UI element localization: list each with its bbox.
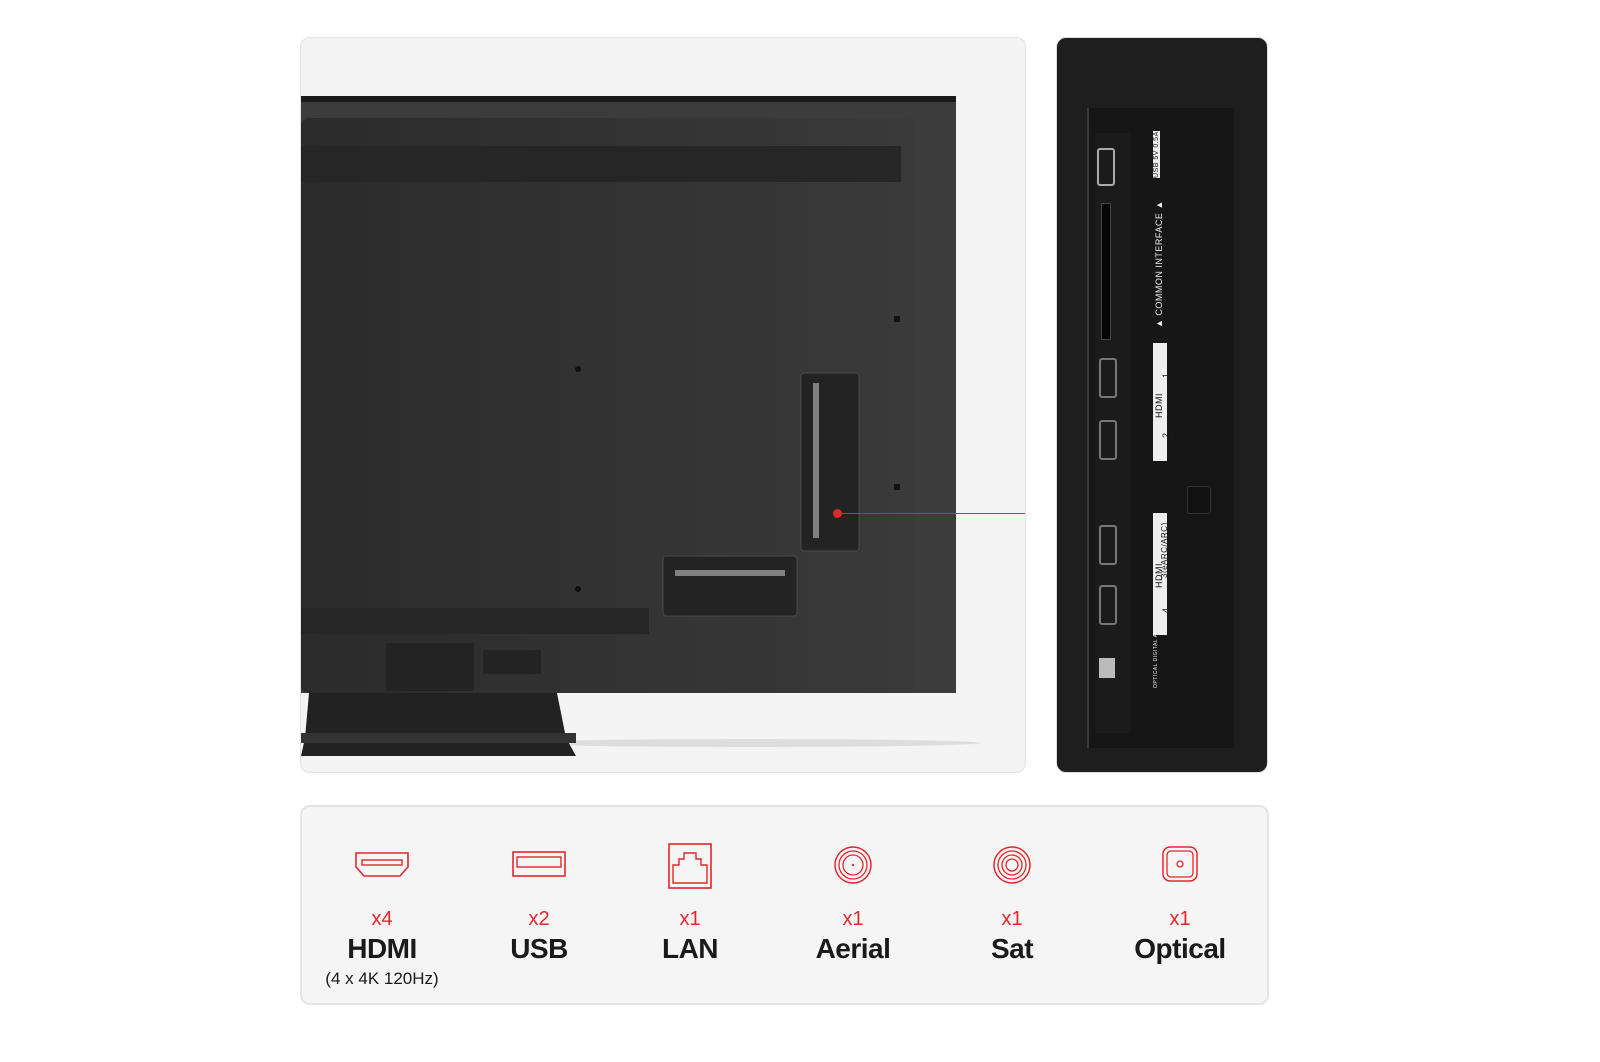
sat-icon [993,846,1031,884]
optical-port [1099,658,1115,678]
aerial-icon [834,846,872,884]
ports-summary-card: x4 HDMI (4 x 4K 120Hz) x2 USB x1 LAN x1 … [300,805,1269,1005]
usb-label: USB 5V 0.5A [1153,131,1160,178]
optical-count: x1 [1169,908,1191,930]
lan-count: x1 [679,908,701,930]
optical-label: Optical [1134,933,1226,964]
hdmi-1-label: 1 [1161,372,1171,378]
hdmi-count: x4 [371,908,393,930]
connector-highlight-line [838,513,1025,514]
aerial-count: x1 [842,908,864,930]
usb-label: USB [510,933,568,964]
hdmi-1-2-label: HDMI [1154,393,1164,418]
common-interface-label: ▲ COMMON INTERFACE ▲ [1154,200,1164,328]
sat-count: x1 [1001,908,1023,930]
hdmi-3-label: 3(eARC/ARC) [1160,522,1169,578]
aerial-label: Aerial [815,933,891,964]
hdmi-port-2 [1099,420,1117,460]
hdmi-label: HDMI [347,933,417,964]
ci-slot [1101,203,1111,340]
hdmi-port-4 [1099,585,1117,625]
hdmi-port-3 [1099,525,1117,565]
lan-label: LAN [661,933,719,964]
sat-label: Sat [990,933,1034,964]
hdmi-port-1 [1099,358,1117,398]
usb-count: x2 [528,908,550,930]
optical-icon [1162,846,1198,882]
hdmi-2-label: 2 [1161,432,1171,438]
usb-icon [512,851,566,877]
hdmi-sub-label: (4 x 4K 120Hz) [325,969,439,988]
connector-highlight-dot [833,509,842,518]
hdmi-icon [355,852,409,877]
optical-label: OPTICAL DIGITAL AUDIO OUT [1153,605,1159,688]
port-closeup-photo: USB 5V 0.5A ▲ COMMON INTERFACE ▲ HDMI 1 … [1056,37,1268,773]
lan-icon [668,843,712,889]
usb-port [1097,148,1115,186]
tv-back-illustration [301,96,981,756]
hdmi-4-label: 4 [1161,607,1171,613]
tv-back-photo [300,37,1026,773]
